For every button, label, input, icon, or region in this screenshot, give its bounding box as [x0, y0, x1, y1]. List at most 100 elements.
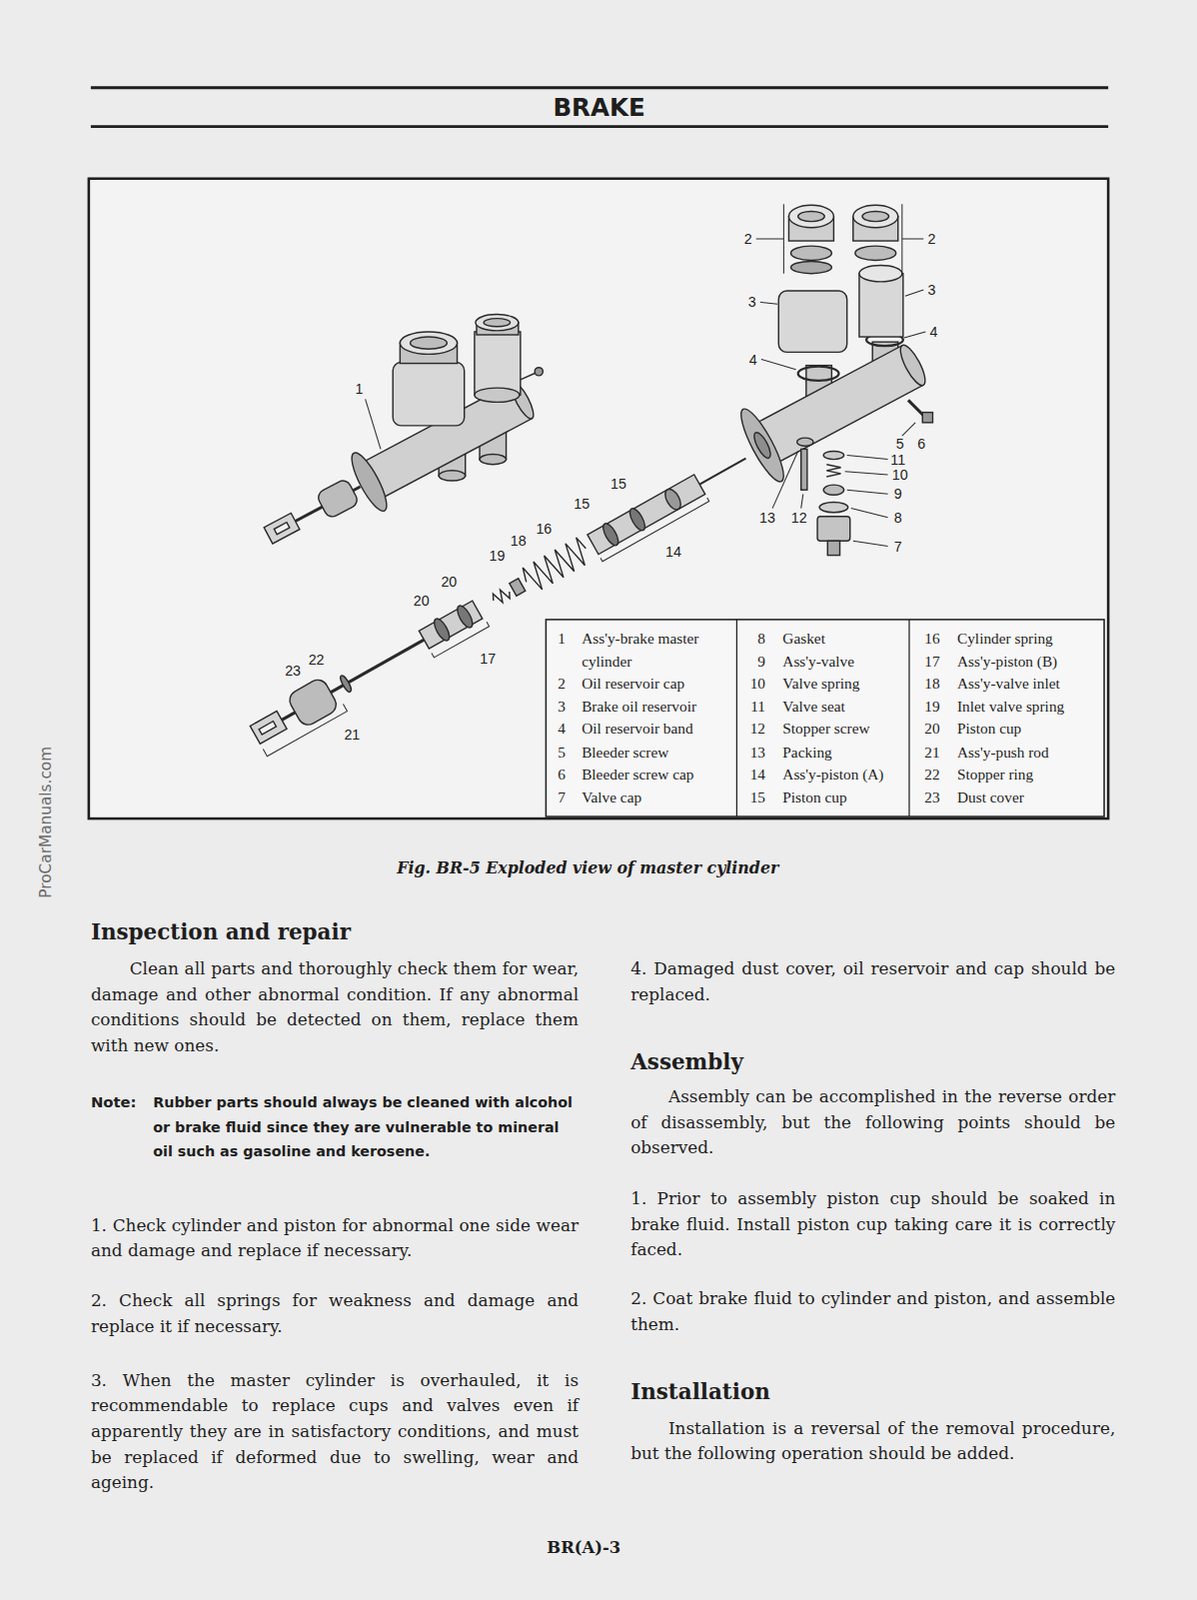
callout-number: 2 [744, 230, 753, 247]
body-text: 1. Prior to assembly piston cup should b… [630, 1186, 1116, 1263]
callout-number: 1 [355, 380, 364, 397]
assembled-master-cylinder [474, 331, 521, 395]
part-name: Ass'y-brake master cylinder [581, 627, 735, 673]
valve-stack [817, 516, 851, 542]
part-name: Stopper screw [782, 717, 908, 740]
callout-number: 4 [749, 350, 758, 367]
part-name: Oil reservoir band [581, 717, 735, 740]
parts-table [545, 619, 1105, 817]
callout-number: 19 [488, 546, 505, 563]
piston-parts [662, 486, 685, 513]
valve-stack [847, 489, 889, 494]
part-name: Stopper ring [957, 763, 1103, 786]
piston-parts [600, 497, 710, 562]
callout-number: 5 [896, 435, 905, 452]
piston-parts [258, 721, 276, 735]
bleeder-screw [902, 422, 916, 436]
part-name: Packing [782, 740, 908, 763]
callout-leader [902, 203, 924, 273]
header-rule [90, 124, 1109, 128]
valve-stack [797, 437, 814, 446]
valve-stack [772, 437, 888, 555]
part-number: 2 [546, 672, 565, 695]
note-label: Note: [90, 1090, 137, 1116]
assembled-master-cylinder [410, 336, 448, 349]
part-number: 11 [740, 695, 766, 718]
valve-stack [851, 508, 889, 518]
valve-stack [826, 464, 841, 477]
part-name: Cylinder spring [957, 627, 1103, 650]
part-name: Bleeder screw cap [581, 763, 735, 786]
body-text: Assembly can be accomplished in the reve… [630, 1084, 1116, 1162]
part-name: Dust cover [957, 785, 1103, 808]
valve-stack [772, 450, 888, 546]
assembled-master-cylinder [392, 362, 464, 426]
part-name: Ass'y-valve inlet [957, 672, 1103, 695]
valve-stack [823, 484, 844, 495]
piston-parts [454, 603, 476, 630]
cylinder-body [859, 265, 903, 282]
callout-leader [756, 203, 927, 369]
body-text: Installation is a reversal of the remova… [630, 1415, 1116, 1467]
piston-parts [245, 442, 758, 757]
part-name: Ass'y-valve [782, 650, 908, 673]
assembled-master-cylinder [438, 470, 466, 481]
reservoir-cap [791, 260, 833, 273]
part-number: 20 [913, 717, 941, 740]
piston-parts [249, 710, 287, 744]
bleeder-screw [902, 399, 934, 436]
valve-stack [801, 448, 808, 490]
piston-parts [262, 497, 712, 757]
assembled-master-cylinder [534, 367, 543, 376]
assembled-master-cylinder [345, 448, 393, 515]
part-name: Ass'y-piston (A) [782, 763, 908, 786]
part-number: 12 [740, 717, 766, 740]
callout-number: 7 [894, 537, 903, 554]
piston-parts [262, 703, 347, 756]
part-number: 19 [913, 695, 941, 718]
figure-caption: Fig. BR-5 Exploded view of master cylind… [281, 857, 895, 880]
valve-stack [847, 455, 889, 460]
assembled-master-cylinder [483, 318, 511, 327]
callout-number: 15 [573, 494, 590, 511]
piston-parts [285, 676, 340, 729]
body-text: 2. Check all springs for weakness and da… [90, 1287, 579, 1339]
piston-parts [587, 474, 706, 555]
callout-number: 3 [748, 293, 757, 310]
reservoir-cap [788, 204, 834, 227]
part-number: 5 [546, 740, 565, 763]
callout-leader [904, 331, 926, 338]
piston-parts [490, 586, 513, 607]
parts-table [908, 619, 910, 817]
callout-number: 8 [894, 509, 903, 526]
callout-number: 6 [917, 435, 926, 452]
callout-number: 15 [610, 475, 627, 492]
valve-stack [772, 450, 799, 508]
part-number: 14 [740, 763, 766, 786]
callout-leader [760, 301, 778, 304]
part-name: Brake oil reservoir [581, 695, 735, 718]
cylinder-body [798, 366, 840, 381]
assembled-master-cylinder [399, 331, 457, 354]
section-heading: Assembly [630, 1049, 744, 1077]
bleeder-screw [922, 412, 933, 423]
callout-leader [905, 289, 924, 296]
callout-number: 11 [890, 450, 906, 467]
assembled-master-cylinder [273, 522, 290, 535]
part-number: 1 [546, 627, 565, 650]
cylinder-body [753, 345, 924, 465]
cylinder-body [734, 265, 939, 487]
body-text: 3. When the master cylinder is overhaule… [90, 1367, 579, 1496]
reservoir-cap [791, 245, 833, 260]
part-name: Valve spring [782, 672, 908, 695]
part-name: Piston cup [782, 785, 908, 808]
callout-number: 23 [284, 662, 301, 679]
callout-number: 2 [927, 230, 936, 247]
part-name: Gasket [782, 627, 908, 650]
cylinder-body [734, 404, 791, 487]
assembled-master-cylinder [263, 512, 300, 544]
part-name: Bleeder screw [581, 740, 735, 763]
parts-table [736, 619, 738, 817]
part-number: 3 [546, 695, 565, 718]
piston-parts [431, 616, 453, 643]
